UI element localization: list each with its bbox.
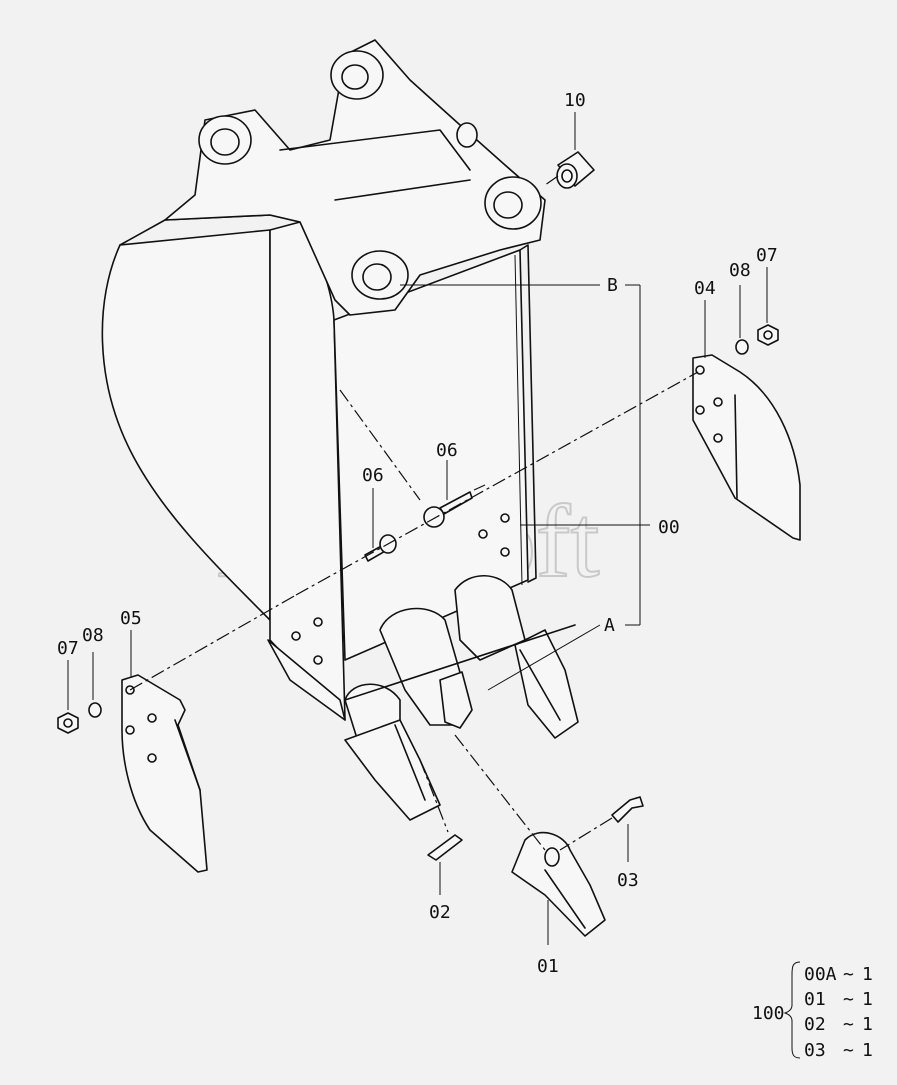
callout-03: 03 — [617, 870, 639, 891]
bucket-back-plate — [333, 249, 529, 661]
bolt-part-06-left — [364, 534, 397, 562]
table-row: 02 ~ 1 — [804, 1014, 873, 1035]
callout-01: 01 — [537, 956, 559, 977]
right-bolt-hole — [500, 547, 510, 557]
parts-table: 100 00A ~ 1 01 ~ 1 02 ~ 1 03 ~ 1 — [752, 961, 873, 1061]
table-brace — [783, 961, 801, 1059]
leader-01-axis — [454, 734, 546, 851]
callout-b: B — [607, 275, 618, 296]
callout-06-top: 06 — [436, 440, 458, 461]
boss-mid-right — [484, 176, 542, 230]
boss-top-left — [198, 115, 252, 165]
row-sep: ~ — [843, 1014, 854, 1035]
callout-05: 05 — [120, 608, 142, 629]
row-part: 00A — [804, 964, 837, 985]
leader-02-axis — [419, 759, 449, 833]
boss-lower — [351, 250, 409, 300]
bracket-crossbar — [279, 129, 471, 171]
row-sep: ~ — [843, 964, 854, 985]
table-row: 03 ~ 1 — [804, 1040, 873, 1061]
leader-03-axis — [559, 817, 613, 851]
side-cutter-part-05 — [121, 674, 208, 873]
assembly-number: 100 — [752, 1003, 785, 1024]
tooth-front-ridge — [394, 724, 426, 801]
lock-part-02 — [427, 834, 463, 861]
nut-part-07-right — [757, 324, 779, 346]
callout-06-left: 06 — [362, 465, 384, 486]
row-part: 01 — [804, 989, 826, 1010]
side-bolt-hole — [291, 631, 301, 641]
callout-a: A — [604, 615, 615, 636]
side-bolt-hole — [313, 617, 323, 627]
right-bolt-hole — [500, 513, 510, 523]
bucket-right-strip — [519, 244, 537, 583]
side-mount-lower — [267, 639, 346, 721]
tooth-front — [344, 719, 441, 821]
axis-bolt-end — [473, 484, 486, 491]
row-part: 02 — [804, 1014, 826, 1035]
boss-hidden — [456, 122, 478, 148]
bucket-lip — [344, 624, 576, 701]
bracket-inner-edge — [334, 179, 471, 201]
adapter-back — [454, 575, 526, 661]
bushing-part-10 — [556, 151, 595, 189]
bucket-body — [101, 214, 537, 721]
tooth-part-01 — [511, 831, 606, 937]
bucket-back-edge — [514, 254, 523, 586]
linkage-bracket — [164, 39, 546, 316]
row-sep: ~ — [843, 1040, 854, 1061]
adapter-middle-tip — [439, 671, 473, 729]
bucket-left-shell — [101, 229, 271, 621]
boss-top-right — [330, 50, 384, 100]
table-row: 00A ~ 1 — [804, 964, 873, 985]
callout-07-right: 07 — [756, 245, 778, 266]
teeth-assembly — [344, 575, 579, 821]
side-cutter-part-04 — [692, 354, 801, 541]
right-bolt-hole — [478, 529, 488, 539]
axis-right-cutter — [295, 371, 699, 596]
callout-04: 04 — [694, 278, 716, 299]
callout-10: 10 — [564, 90, 586, 111]
nut-part-07-left — [57, 712, 79, 734]
callout-00: 00 — [658, 517, 680, 538]
tooth-back-ridge — [519, 649, 561, 721]
axis-bolt-top — [339, 389, 421, 501]
callout-07-left: 07 — [57, 638, 79, 659]
side-bolt-hole — [313, 655, 323, 665]
row-qty: 1 — [862, 1014, 873, 1035]
tooth-back — [514, 629, 579, 739]
axis-left-cutter — [129, 594, 297, 691]
washer-part-08-left — [88, 702, 102, 718]
row-qty: 1 — [862, 989, 873, 1010]
row-qty: 1 — [862, 1040, 873, 1061]
row-sep: ~ — [843, 989, 854, 1010]
callout-08-left: 08 — [82, 625, 104, 646]
washer-part-08-right — [735, 339, 749, 355]
callout-08-right: 08 — [729, 260, 751, 281]
table-row: 01 ~ 1 — [804, 989, 873, 1010]
leader-10-axis — [544, 175, 559, 186]
pin-part-03 — [611, 796, 644, 823]
row-part: 03 — [804, 1040, 826, 1061]
callout-bracket-ab — [400, 284, 650, 691]
callout-02: 02 — [429, 902, 451, 923]
row-qty: 1 — [862, 964, 873, 985]
